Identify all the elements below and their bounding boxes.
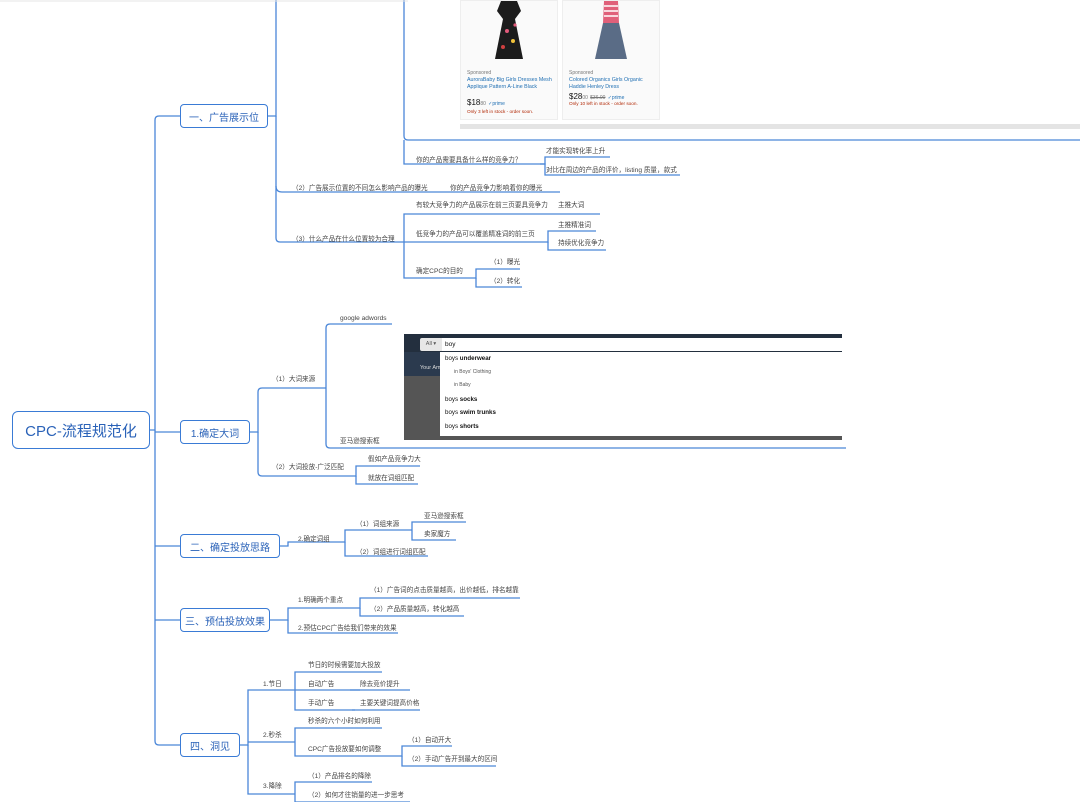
branch-label: 四、洞见 <box>190 741 230 753</box>
node-holidays[interactable]: 1.节日 <box>263 681 282 688</box>
amazon-search-screenshot: All ▾ boy Your Am boys underwear in Boys… <box>404 334 842 440</box>
node-manual-ads[interactable]: 手动广告 <box>308 700 335 707</box>
suggestion-item[interactable]: boys shorts <box>445 422 479 430</box>
node-ranking-drop[interactable]: （1）产品排名的降除 <box>308 773 372 780</box>
node-seller-cube[interactable]: 卖家魔方 <box>424 531 451 538</box>
node-phrase-match[interactable]: 就放在词组匹配 <box>368 475 415 482</box>
product-title-link[interactable]: Colored Organics Girls Organic Haddie He… <box>569 77 643 90</box>
branch-insights[interactable]: 四、洞见 <box>180 733 240 757</box>
product-card: Sponsored Colored Organics Girls Organic… <box>562 0 660 120</box>
node-phrase-matching[interactable]: （2）词组进行词组匹配 <box>356 549 426 556</box>
suggestion-item[interactable]: boys underwear <box>445 355 492 362</box>
suggestion-item[interactable]: boys socks <box>445 395 478 403</box>
node-product-position[interactable]: （3）什么产品在什么位置较为合理 <box>292 236 395 243</box>
branch-label: 1.确定大词 <box>190 428 240 440</box>
root-label: CPC-流程规范化 <box>25 422 137 440</box>
node-conversion[interactable]: （2）转化 <box>490 278 521 285</box>
node-click-quality[interactable]: （1）广告词的点击质量越高，出价越低，排名越靠 <box>370 587 519 594</box>
node-manual-max[interactable]: （2）手动广告开到最大的区间 <box>408 756 498 763</box>
suggestion-item[interactable]: boys swim trunks <box>445 409 496 417</box>
suggestion-category[interactable]: in Boys' Clothing <box>454 368 492 375</box>
node-strong-products[interactable]: 有较大竞争力的产品展示在前三页要具竞争力 <box>416 202 548 209</box>
node-auto-ads[interactable]: 自动广告 <box>308 681 335 688</box>
product-card: Sponsored AuroraBaby Big Girls Dresses M… <box>460 0 558 120</box>
account-label: Your Am <box>420 365 441 371</box>
stock-notice: Only 10 left in stock - order soon. <box>569 101 638 106</box>
node-bid-increase[interactable]: 除去竞价提升 <box>360 681 400 688</box>
product-price: $1880 ✓prime <box>467 98 505 107</box>
node-broad-match[interactable]: （2）大词投放-广泛匹配 <box>272 464 344 471</box>
node-position-exposure[interactable]: （2）广告展示位置的不同怎么影响产品的曝光 <box>292 185 428 192</box>
branch-label: 一、广告展示位 <box>189 112 259 124</box>
node-weak-products[interactable]: 低竞争力的产品可以覆盖精准词的前三页 <box>416 231 535 238</box>
dress-black-image <box>495 1 523 59</box>
node-push-exact-words[interactable]: 主推精准词 <box>558 222 591 229</box>
node-phrase-source[interactable]: （1）词组来源 <box>356 521 400 528</box>
node-amazon-search-box[interactable]: 亚马逊搜索框 <box>340 438 380 445</box>
node-product-quality[interactable]: （2）产品质量越高，转化越高 <box>370 606 460 613</box>
node-two-key-points[interactable]: 1.明确两个重点 <box>298 597 344 604</box>
branch-ad-placement[interactable]: 一、广告展示位 <box>180 104 268 128</box>
search-dept-dropdown[interactable]: All ▾ <box>420 338 442 351</box>
search-input[interactable]: boy <box>442 338 842 351</box>
node-increase-holiday-spend[interactable]: 节日的时候需要加大投放 <box>308 662 381 669</box>
node-competitiveness-exposure[interactable]: 你的产品竞争力影响着你的曝光 <box>450 185 543 192</box>
node-auto-open[interactable]: （1）自动开大 <box>408 737 452 744</box>
node-amazon-search-box-2[interactable]: 亚马逊搜索框 <box>424 513 464 520</box>
sponsored-label: Sponsored <box>467 70 492 76</box>
scrollbar-track[interactable] <box>460 124 1080 129</box>
node-optimize-competitiveness[interactable]: 持续优化竞争力 <box>558 240 605 247</box>
node-keyword-source[interactable]: （1）大词来源 <box>272 376 316 383</box>
branch-strategy[interactable]: 二、确定投放思路 <box>180 534 280 558</box>
node-google-adwords[interactable]: google adwords <box>340 315 387 322</box>
node-sales-thinking[interactable]: （2）如何才往销量的进一步思考 <box>308 792 404 799</box>
branch-label: 三、预估投放效果 <box>185 616 265 628</box>
product-title-link[interactable]: AuroraBaby Big Girls Dresses Mesh Appliq… <box>467 77 552 90</box>
node-determine-phrases[interactable]: 2.确定词组 <box>298 536 330 543</box>
amazon-product-screenshot: Sponsored AuroraBaby Big Girls Dresses M… <box>408 0 1080 131</box>
branch-label: 二、确定投放思路 <box>190 542 270 554</box>
search-suggestions: boys underwear in Boys' Clothing in Baby… <box>440 352 842 436</box>
dress-striped-image <box>595 1 627 59</box>
node-cpc-adjust[interactable]: CPC广告投放要如何调整 <box>308 746 382 753</box>
node-competitiveness-question[interactable]: 你的产品需要具备什么样的竞争力？ <box>416 157 522 164</box>
product-price: $2800 $36.00 ✓prime <box>569 92 625 101</box>
node-conversion-rise[interactable]: 才能实现转化率上升 <box>546 148 606 155</box>
stock-notice: Only 3 left in stock - order soon. <box>467 109 534 114</box>
node-cpc-effect[interactable]: 2.预估CPC广告给我们带来的效果 <box>298 625 397 632</box>
node-cpc-purpose[interactable]: 确定CPC的目的 <box>416 268 463 275</box>
node-drop[interactable]: 3.降除 <box>263 783 282 790</box>
root-topic[interactable]: CPC-流程规范化 <box>12 411 150 449</box>
branch-estimate-effect[interactable]: 三、预估投放效果 <box>180 608 270 632</box>
suggestion-category[interactable]: in Baby <box>454 382 471 389</box>
node-if-competitive[interactable]: 假如产品竞争力大 <box>368 456 421 463</box>
node-raise-keyword-price[interactable]: 主要关键词提高价格 <box>360 700 420 707</box>
node-flash-sale[interactable]: 2.秒杀 <box>263 732 282 739</box>
node-compare-reviews[interactable]: 对比在周边的产品的评价，listing 质量，款式 <box>546 167 677 174</box>
branch-determine-keywords[interactable]: 1.确定大词 <box>180 420 250 444</box>
node-exposure[interactable]: （1）曝光 <box>490 259 521 266</box>
sponsored-label: Sponsored <box>569 70 594 76</box>
node-push-broad-words[interactable]: 主推大词 <box>558 202 585 209</box>
node-six-hours[interactable]: 秒杀的六个小时如何利用 <box>308 718 381 725</box>
